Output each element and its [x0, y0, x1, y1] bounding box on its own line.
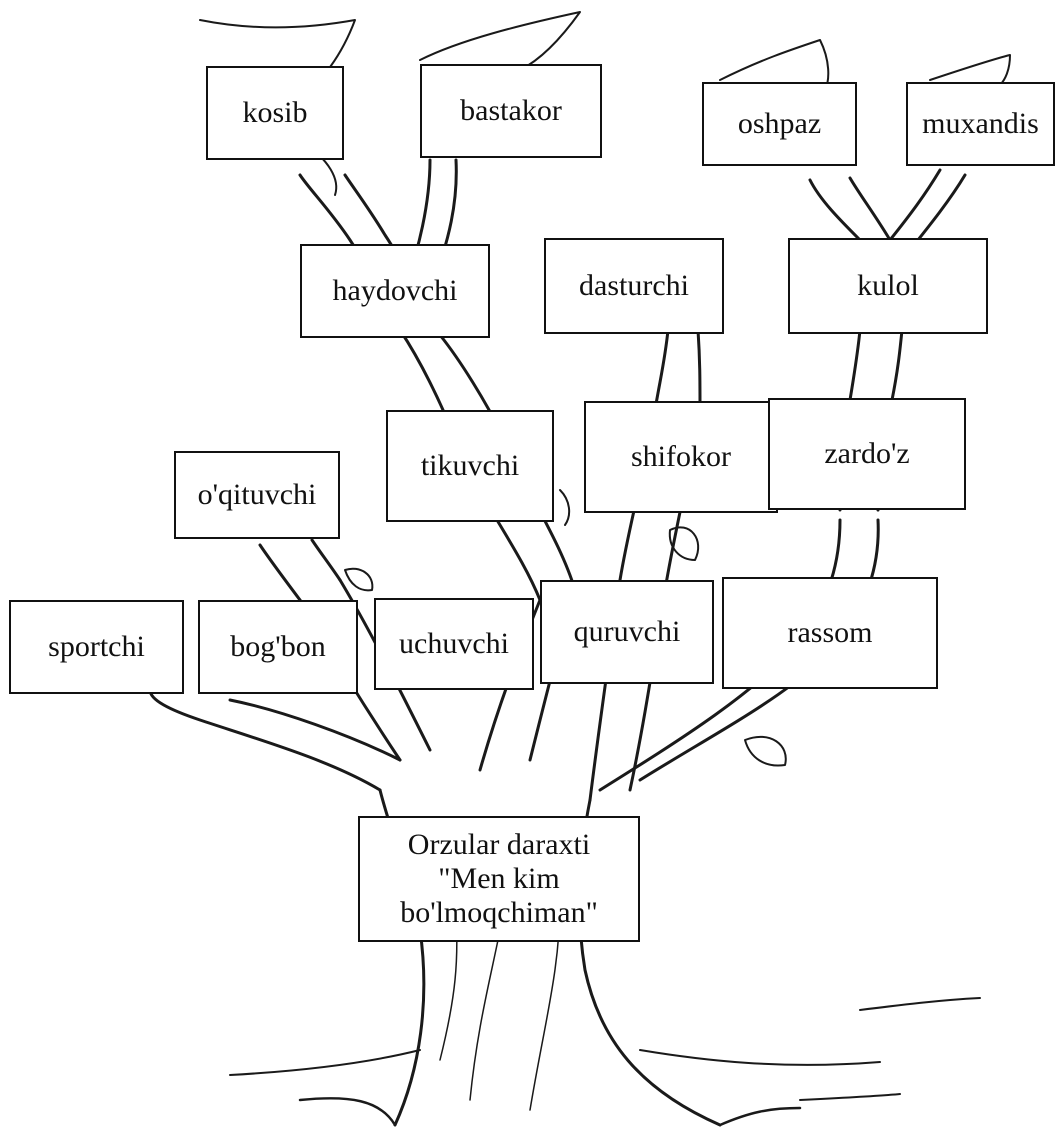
- label-sportchi: sportchi: [48, 630, 145, 663]
- branch: [696, 328, 702, 412]
- box-oqituvchi: o'qituvchi: [174, 451, 340, 539]
- label-oqituvchi: o'qituvchi: [197, 478, 317, 511]
- branch: [148, 688, 382, 792]
- label-rassom: rassom: [787, 616, 873, 649]
- label-kulol: kulol: [857, 269, 919, 302]
- leaf: [344, 567, 374, 592]
- label-kosib: kosib: [242, 96, 308, 129]
- ground-line: [799, 1093, 901, 1101]
- trunk-root-right: [718, 1106, 802, 1127]
- label-uchuvchi: uchuvchi: [399, 627, 509, 660]
- leaf: [419, 11, 581, 71]
- box-oshpaz: oshpaz: [702, 82, 857, 166]
- branch: [808, 178, 862, 242]
- title-line-3: bo'lmoqchiman": [400, 896, 598, 929]
- label-bogbon: bog'bon: [230, 630, 326, 663]
- ground-line: [229, 1049, 421, 1076]
- box-kulol: kulol: [788, 238, 988, 334]
- leaf: [929, 54, 1011, 86]
- branch: [653, 328, 670, 412]
- label-quruvchi: quruvchi: [573, 615, 681, 648]
- label-tikuvchi: tikuvchi: [420, 449, 520, 482]
- box-haydovchi: haydovchi: [300, 244, 490, 338]
- box-zardoz: zardo'z: [768, 398, 966, 510]
- label-dasturchi: dasturchi: [579, 269, 689, 302]
- trunk-root-left: [298, 1097, 397, 1127]
- branch: [310, 538, 342, 582]
- leaf: [559, 489, 571, 526]
- diagram-title-box: Orzular daraxti "Men kim bo'lmoqchiman": [358, 816, 640, 942]
- box-muxandis: muxandis: [906, 82, 1055, 166]
- box-uchuvchi: uchuvchi: [374, 598, 534, 690]
- box-bastakor: bastakor: [420, 64, 602, 158]
- ground-line: [859, 997, 981, 1011]
- branch: [888, 168, 942, 242]
- ground-line: [639, 1049, 881, 1066]
- leaf: [668, 526, 700, 561]
- label-shifokor: shifokor: [631, 440, 731, 473]
- label-bastakor: bastakor: [460, 94, 562, 127]
- box-quruvchi: quruvchi: [540, 580, 714, 684]
- label-oshpaz: oshpaz: [737, 107, 822, 140]
- box-bogbon: bog'bon: [198, 600, 358, 694]
- box-tikuvchi: tikuvchi: [386, 410, 554, 522]
- label-muxandis: muxandis: [922, 107, 1039, 140]
- box-sportchi: sportchi: [9, 600, 184, 694]
- branch: [848, 176, 892, 242]
- title-line-2: "Men kim: [438, 862, 560, 895]
- label-zardoz: zardo'z: [824, 437, 910, 470]
- box-rassom: rassom: [722, 577, 938, 689]
- leaf: [744, 735, 787, 767]
- box-kosib: kosib: [206, 66, 344, 160]
- box-dasturchi: dasturchi: [544, 238, 724, 334]
- branch: [258, 543, 302, 602]
- leaf: [719, 39, 830, 91]
- box-shifokor: shifokor: [584, 401, 778, 513]
- branch: [228, 698, 402, 762]
- label-haydovchi: haydovchi: [332, 274, 458, 307]
- title-line-1: Orzular daraxti: [407, 828, 591, 861]
